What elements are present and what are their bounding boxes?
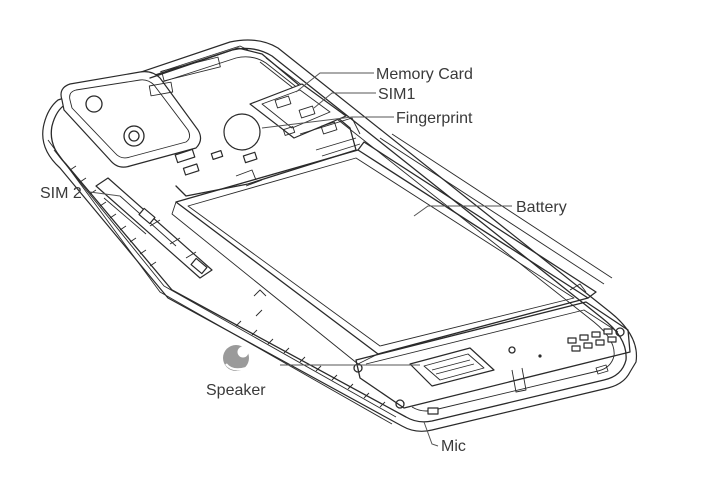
sim2-label: SIM 2 xyxy=(40,185,82,202)
mic-leader xyxy=(423,421,439,447)
side-vents xyxy=(69,165,386,408)
fingerprint-sensor xyxy=(223,113,261,151)
mic-label: Mic xyxy=(441,438,466,455)
leader-lines xyxy=(89,72,512,447)
battery-leader xyxy=(413,205,512,217)
speaker-icon xyxy=(223,345,249,371)
sim1-leader xyxy=(313,92,376,109)
sim2-leader xyxy=(89,191,121,197)
fingerprint-leader xyxy=(261,116,394,129)
sim1-label: SIM1 xyxy=(378,86,415,103)
bottom-board xyxy=(353,301,631,415)
memory-card-slot xyxy=(249,83,347,139)
memory-card-leader xyxy=(295,72,374,93)
battery-label: Battery xyxy=(516,199,567,216)
speaker-box xyxy=(409,347,495,387)
sim2-slot xyxy=(95,177,213,279)
contacts xyxy=(567,328,617,352)
camera-module xyxy=(60,71,202,168)
memory-card-label: Memory Card xyxy=(376,66,473,83)
speaker-label: Speaker xyxy=(206,382,266,399)
upper-board xyxy=(149,45,361,197)
fingerprint-label: Fingerprint xyxy=(396,110,473,127)
mic-hole xyxy=(427,407,439,415)
battery-compartment xyxy=(171,133,613,365)
